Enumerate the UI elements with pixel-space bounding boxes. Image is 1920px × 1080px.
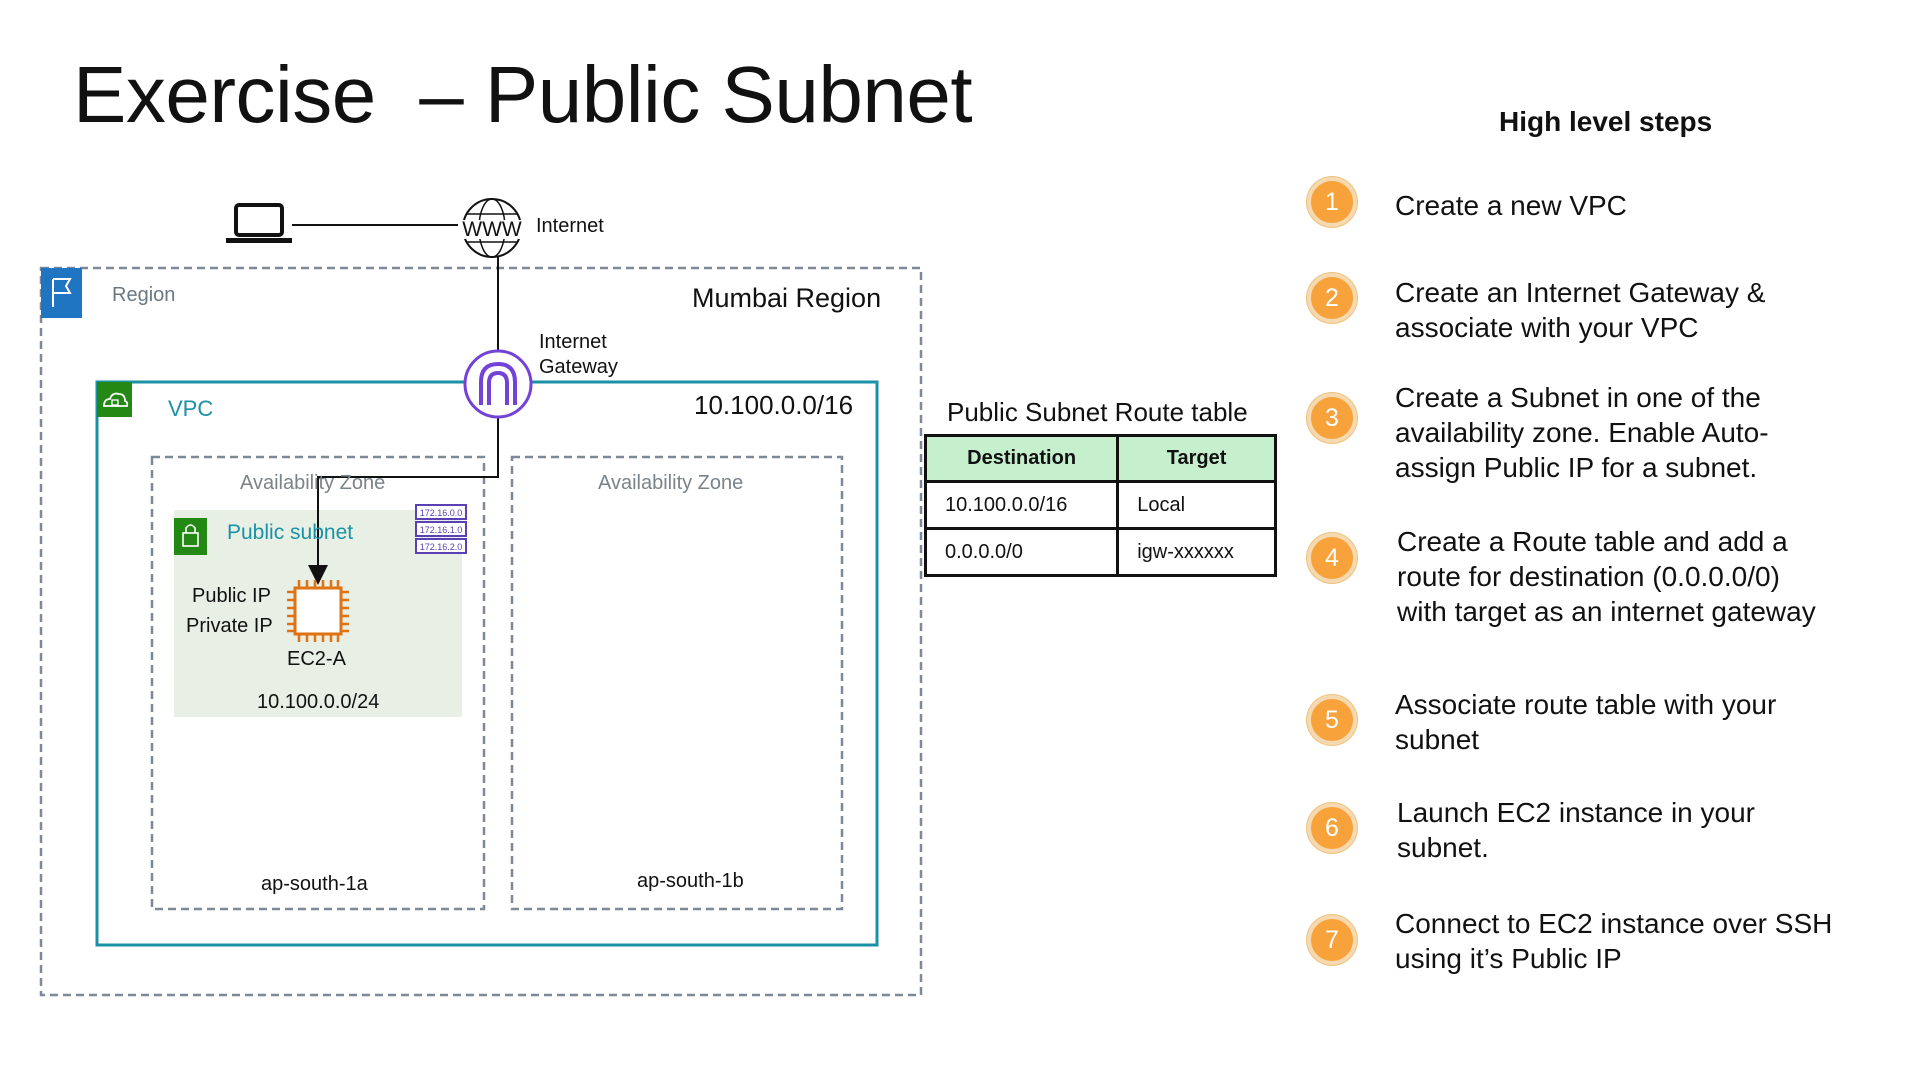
step-number: 4 [1307,533,1357,583]
table-row: 10.100.0.0/16 Local [923,480,1277,530]
subnet-badge-1: 172.16.0.0 [420,508,463,518]
table-row: 0.0.0.0/0 igw-xxxxxx [923,527,1277,577]
region-name: Mumbai Region [692,283,882,313]
internet-globe-icon: WWW [458,198,526,258]
igw-label-line1: Internet [539,331,607,353]
step-number: 6 [1307,803,1357,853]
route-destination: 0.0.0.0/0 [923,527,1120,577]
public-ip-label: Public IP [192,585,271,607]
route-table: Destination Target 10.100.0.0/16 Local 0… [923,434,1277,577]
step-text: Create a Route table and add a route for… [1397,526,1816,627]
route-destination: 10.100.0.0/16 [923,480,1120,530]
subnet-label: Public subnet [227,521,354,544]
step-number: 1 [1307,177,1357,227]
steps-title: High level steps [1499,106,1713,137]
www-label: WWW [462,218,522,241]
internet-gateway-icon [463,349,533,419]
ec2-label: EC2-A [287,648,346,670]
vpc-cloud-icon [97,382,132,417]
route-target: Local [1116,480,1277,530]
step-text: Launch EC2 instance in your subnet. [1397,797,1755,863]
page-title: Exercise – Public Subnet [73,50,973,139]
step-number: 7 [1307,915,1357,965]
lock-icon [174,518,207,555]
az1-name: ap-south-1a [261,873,368,895]
az2-name: ap-south-1b [637,870,744,892]
step-text: Connect to EC2 instance over SSH using i… [1395,908,1833,974]
laptop-icon [226,203,292,243]
private-ip-label: Private IP [186,615,273,637]
route-target: igw-xxxxxx [1116,527,1277,577]
subnet-cidr: 10.100.0.0/24 [257,691,380,713]
step-text: Associate route table with your subnet [1395,689,1777,755]
step-text: Create a new VPC [1395,190,1627,221]
step-text: Create an Internet Gateway & associate w… [1395,277,1766,343]
subnet-badge-3: 172.16.2.0 [420,542,463,552]
az2-boundary [510,455,844,911]
step-number: 5 [1307,695,1357,745]
route-table-title: Public Subnet Route table [947,397,1248,427]
step-text: Create a Subnet in one of the availabili… [1395,382,1769,483]
step-number: 3 [1307,393,1357,443]
igw-to-ec2-route [308,414,499,585]
az2-label: Availability Zone [598,472,744,494]
region-label: Region [112,284,176,306]
ec2-instance-icon [287,580,349,642]
step-number: 2 [1307,273,1357,323]
region-flag-icon [41,268,82,318]
igw-label-line2: Gateway [539,356,618,378]
route-table-header-destination: Destination [923,434,1120,483]
route-table-header: Destination Target [923,434,1277,483]
internet-label: Internet [536,215,604,237]
subnet-badge-2: 172.16.1.0 [420,525,463,535]
subnet-badges-icon: 172.16.0.0 172.16.1.0 172.16.2.0 [415,504,467,554]
az1-label: Availability Zone [240,472,386,494]
az1-boundary [150,455,486,911]
vpc-cidr: 10.100.0.0/16 [694,390,854,420]
vpc-label: VPC [168,396,214,421]
route-table-header-target: Target [1116,434,1277,483]
region-boundary [39,266,923,997]
